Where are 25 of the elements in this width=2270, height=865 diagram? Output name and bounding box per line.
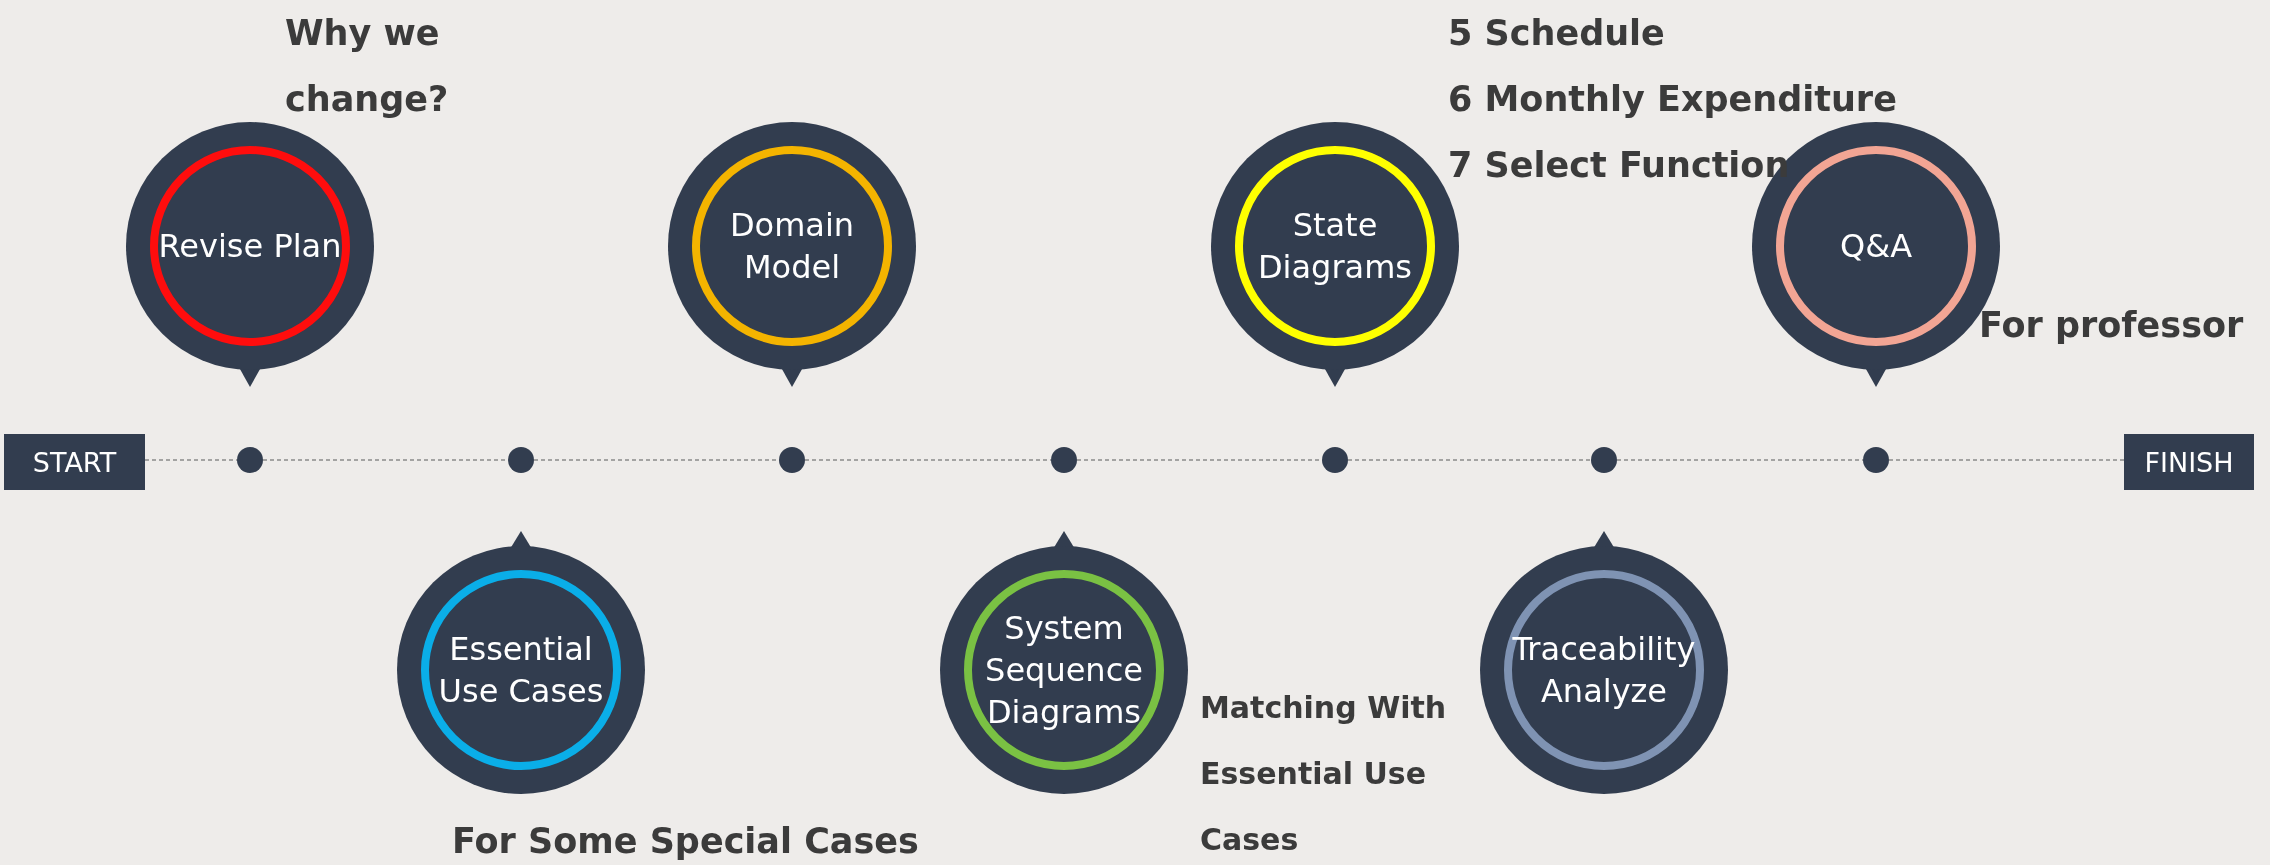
agenda-note: 5 Schedule — [1448, 12, 1665, 55]
milestone-note: For Some Special Cases — [452, 820, 920, 863]
milestone-label: System Sequence Diagrams — [984, 608, 1144, 733]
milestone-label: Domain Model — [728, 205, 856, 288]
timeline-dot — [237, 447, 263, 473]
milestone-label: Revise Plan — [158, 226, 342, 267]
agenda-note: Matching With Essential Use Cases — [1200, 689, 1448, 859]
timeline-dot — [1591, 447, 1617, 473]
milestone-label: Q&A — [1840, 226, 1912, 267]
agenda-note: 6 Monthly Expenditure — [1448, 78, 1897, 121]
timeline-dot — [1322, 447, 1348, 473]
agenda-note: 7 Select Function — [1448, 144, 1790, 187]
start-box: START — [4, 434, 145, 490]
milestone-label: Traceability Analyze — [1511, 629, 1697, 712]
timeline-dot — [508, 447, 534, 473]
milestone-label: State Diagrams — [1256, 205, 1414, 288]
timeline-line — [1888, 459, 2125, 461]
timeline-line — [1347, 459, 1592, 461]
timeline-dot — [1863, 447, 1889, 473]
finish-box: FINISH — [2124, 434, 2254, 490]
timeline-dot — [1051, 447, 1077, 473]
milestone-label: Essential Use Cases — [437, 629, 605, 712]
milestone-note: For professor — [1979, 304, 2245, 347]
timeline-dot — [779, 447, 805, 473]
milestone-note: Why we change? — [285, 12, 450, 121]
